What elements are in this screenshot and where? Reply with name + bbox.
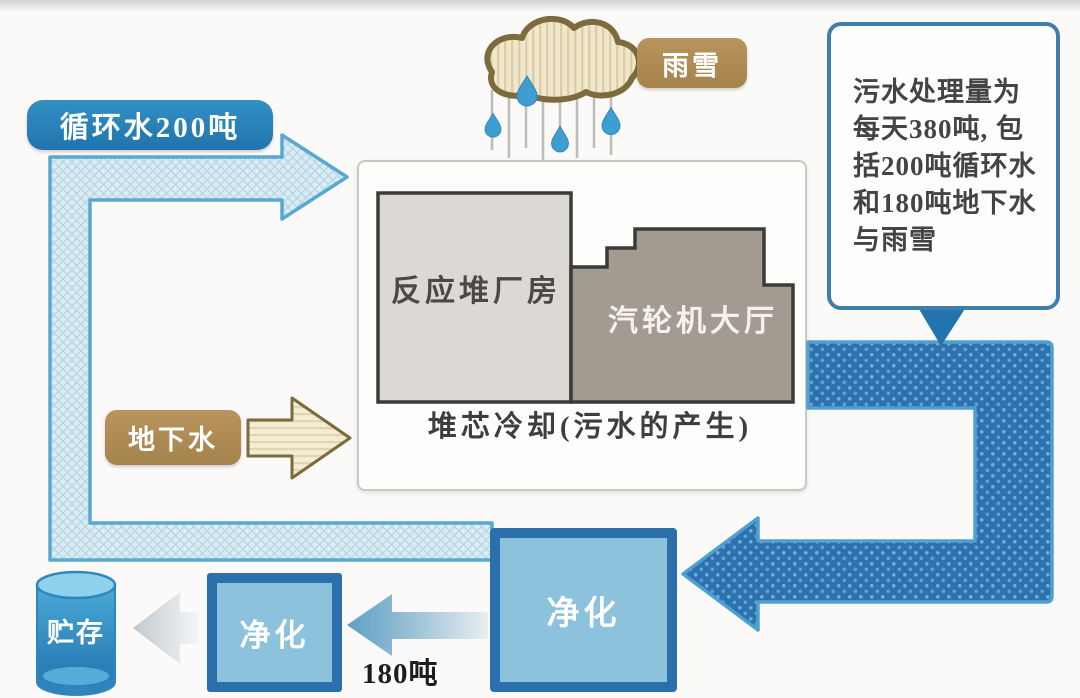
groundwater-badge: 地下水 — [105, 410, 241, 465]
purify-secondary-box: 净化 — [207, 573, 342, 692]
callout-text-line: 括200吨循环水 — [853, 150, 1037, 181]
top-gradient-strip — [0, 0, 1080, 12]
to-storage-arrow — [133, 592, 198, 664]
groundwater-amount-label: 180吨 — [362, 658, 439, 690]
circulating-water-badge: 循环水200吨 — [27, 100, 273, 150]
callout-text-line: 和180吨地下水 — [853, 187, 1037, 218]
core-cooling-caption: 堆芯冷却(污水的产生) — [427, 411, 753, 443]
storage-label: 贮存 — [47, 617, 105, 648]
callout-text-line: 与雨雪 — [853, 224, 937, 255]
groundwater-arrow — [246, 396, 352, 480]
treatment-capacity-callout: 污水处理量为 每天380吨, 包 括200吨循环水 和180吨地下水 与雨雪 — [827, 22, 1060, 310]
rain-drop-icon — [516, 75, 538, 107]
turbine-hall-label: 汽轮机大厅 — [608, 305, 778, 338]
waste-water-pipe — [681, 340, 1054, 632]
to-secondary-purify-arrow — [347, 594, 488, 656]
reactor-building-label: 反应堆厂房 — [391, 275, 561, 308]
water-storage-cylinder-icon — [35, 570, 117, 696]
callout-text-line: 污水处理量为 — [853, 76, 1021, 107]
turbine-hall-shape — [569, 227, 795, 404]
callout-text-line: 每天380吨, 包 — [853, 113, 1024, 144]
reactor-building-shape — [376, 191, 573, 404]
rain-snow-cloud-icon — [484, 16, 642, 103]
rain-drop-icon — [484, 106, 621, 153]
circulating-water-pipe — [48, 133, 494, 562]
purify-main-box: 净化 — [490, 528, 677, 692]
callout-pointer — [916, 304, 968, 346]
rain-snow-badge: 雨雪 — [637, 38, 747, 88]
